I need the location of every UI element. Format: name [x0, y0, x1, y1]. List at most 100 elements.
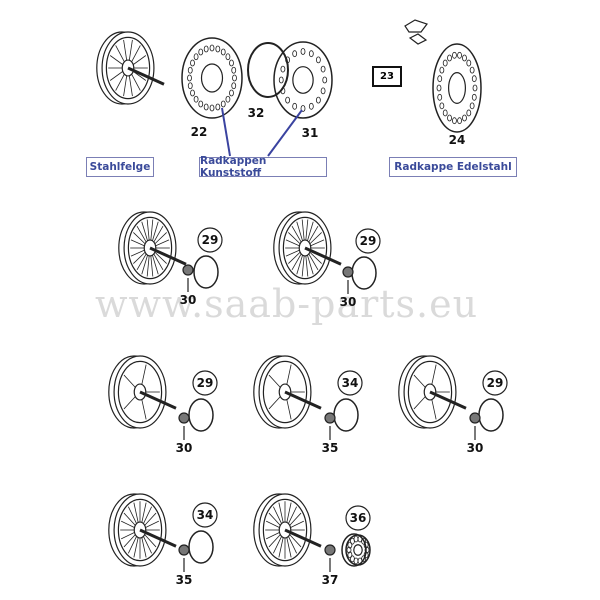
wheel-spoke — [128, 506, 138, 525]
hubcap-slot — [471, 75, 477, 83]
hubcap-slot — [315, 96, 321, 104]
wheel-spoke — [268, 512, 281, 527]
wheel-spoke — [142, 506, 152, 525]
hubcap-slot — [452, 117, 457, 125]
wheel-spoke — [288, 251, 301, 264]
wheel-spoke — [286, 398, 292, 420]
wheel-spoke — [123, 74, 128, 97]
part-34-label: 34 — [341, 376, 359, 390]
hubcap-slot — [347, 541, 353, 549]
wheel-rim-inner — [282, 216, 328, 280]
axle-line — [139, 528, 177, 548]
hubcap-slot — [308, 102, 314, 110]
callout-circle — [337, 370, 363, 396]
wheel-spoke — [268, 395, 281, 410]
hubcap-slot — [439, 102, 445, 110]
seal-ring — [247, 42, 289, 98]
wheel-rim-inner — [262, 498, 308, 562]
part-34-label: 34 — [196, 508, 214, 522]
wheel-spoke — [268, 533, 281, 548]
center-cap-ring — [188, 530, 214, 564]
hub-nut — [178, 544, 190, 556]
hubcap-slot — [190, 89, 195, 97]
wheel-spoke — [431, 398, 437, 420]
wheel-rim-inner — [117, 360, 163, 424]
category-plastic-caps[interactable]: Radkappen Kunststoff — [199, 155, 327, 179]
wheel-spoke — [287, 506, 297, 525]
hubcap — [432, 43, 482, 133]
hubcap-slot — [203, 103, 209, 111]
wheel-spoke — [133, 502, 139, 524]
wheel-spoke — [123, 512, 136, 527]
hubcap-center — [200, 63, 224, 93]
wheel-spoke — [141, 254, 149, 275]
part-22-label: 22 — [190, 125, 208, 139]
wheel-spoke — [289, 533, 302, 548]
hubcap-slot — [308, 50, 314, 58]
part-30-label: 30 — [466, 441, 484, 455]
wheel-spoke — [123, 39, 128, 62]
hub-nut — [178, 412, 190, 424]
wheel-spoke — [265, 520, 281, 529]
wheel-spoke — [133, 536, 139, 558]
wheel-spoke — [291, 253, 302, 270]
wheel-spoke — [123, 395, 136, 410]
part-32-label: 32 — [247, 106, 265, 120]
wheel-spoke — [287, 535, 297, 554]
hubcap-slot — [466, 109, 472, 117]
hubcap-slot — [439, 66, 445, 74]
hubcap-slot — [232, 74, 237, 82]
hubcap-slot — [198, 48, 204, 56]
hubcap-slot — [285, 96, 291, 104]
clip — [408, 33, 428, 45]
wheel-spoke — [278, 536, 284, 558]
part-29-label: 29 — [359, 234, 377, 248]
hubcap-slot — [292, 50, 298, 58]
hubcap-slot — [198, 100, 204, 108]
part-30-label: 30 — [339, 295, 357, 309]
hubcap-slot — [457, 51, 462, 59]
part-24-label: 24 — [448, 133, 466, 147]
hubcap-slot — [452, 51, 457, 59]
part-29-label: 29 — [486, 376, 504, 390]
wheel-spoke — [305, 219, 309, 241]
hub-nut — [182, 264, 194, 276]
hubcap-slot — [442, 109, 448, 117]
hubcap-slot — [187, 66, 193, 74]
hubcap-slot — [203, 45, 209, 53]
category-steel-rim[interactable]: Stahlfelge — [86, 157, 154, 177]
watermark: www.saab-parts.eu — [95, 282, 479, 326]
wheel-spoke — [286, 536, 292, 558]
hub-nut — [324, 544, 336, 556]
axle-line — [284, 390, 322, 410]
hubcap-slot — [300, 48, 306, 55]
part-37-label: 37 — [321, 573, 339, 587]
wheel-spoke — [142, 535, 152, 554]
hubcap-slot — [346, 546, 352, 554]
wheel-spoke — [120, 520, 136, 529]
hubcap-slot — [447, 114, 452, 122]
hubcap-slot — [361, 537, 367, 545]
wheel-rim-inner — [105, 36, 151, 100]
axle-line — [149, 246, 187, 266]
hubcap-slot — [229, 59, 234, 67]
wheel-spoke — [308, 226, 319, 243]
wheel-rim-inner — [407, 360, 453, 424]
hubcap-slot — [193, 53, 199, 61]
wheel-spoke — [153, 253, 164, 270]
category-steel-cap[interactable]: Radkappe Edelstahl — [389, 157, 517, 177]
hubcap-slot — [285, 56, 291, 64]
wheel-spoke — [154, 251, 167, 264]
part-31-label: 31 — [301, 126, 319, 140]
hubcap-slot — [280, 65, 286, 73]
wheel-spoke — [153, 226, 164, 243]
wheel-spoke — [123, 533, 136, 548]
hubcap-slot — [363, 541, 369, 549]
hubcap-slot — [347, 551, 353, 559]
wheel-spoke — [301, 219, 305, 241]
hubcap-slot — [220, 48, 226, 56]
hubcap-slot — [225, 53, 231, 61]
part-29-label: 29 — [196, 376, 214, 390]
center-cap-ring — [193, 255, 219, 289]
